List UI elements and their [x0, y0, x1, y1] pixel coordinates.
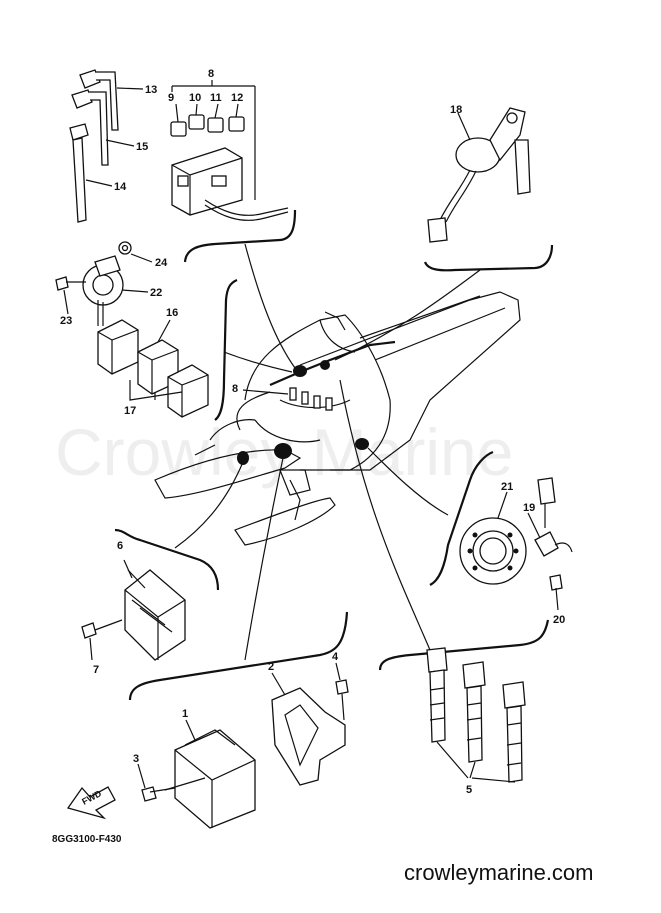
callout-9: 9: [168, 92, 174, 104]
callout-6: 6: [117, 540, 123, 552]
callout-23: 23: [60, 315, 72, 327]
plug-coil-group: [426, 647, 526, 783]
callout-5: 5: [466, 784, 472, 796]
ignition-coil-group: [55, 241, 209, 418]
callout-22: 22: [150, 287, 162, 299]
cable-tie-group: [69, 69, 144, 223]
callout-1: 1: [182, 708, 188, 720]
fwd-arrow-icon: FWD: [66, 786, 116, 820]
callout-8: 8: [208, 68, 214, 80]
callout-18: 18: [450, 104, 462, 116]
callout-24: 24: [155, 257, 168, 269]
fuse-group: [170, 80, 289, 221]
callout-14: 14: [114, 181, 127, 193]
callout-12: 12: [231, 92, 243, 104]
rotor-sensor-group: [459, 477, 573, 611]
main-switch-group: [427, 107, 531, 243]
callout-15: 15: [136, 141, 148, 153]
website-label: crowleymarine.com: [404, 860, 594, 885]
rectifier-group: [81, 559, 186, 661]
callout-17: 17: [124, 405, 136, 417]
snowmobile-outline: [154, 291, 521, 546]
callout-21: 21: [501, 481, 513, 493]
callout-labels: 8 9 10 11 12 13 15 14 18 24 22 23 16 17 …: [60, 68, 565, 796]
callout-16: 16: [166, 307, 178, 319]
callout-8-leader: [242, 389, 289, 395]
callout-8-body: 8: [232, 383, 238, 395]
callout-10: 10: [189, 92, 201, 104]
callout-3: 3: [133, 753, 139, 765]
callout-11: 11: [210, 92, 222, 104]
callout-20: 20: [553, 614, 565, 626]
diagram-code: 8GG3100-F430: [52, 834, 122, 845]
callout-4: 4: [332, 651, 339, 663]
cdi-unit-group: [137, 662, 349, 829]
group-brackets: [114, 209, 554, 701]
callout-19: 19: [523, 502, 535, 514]
callout-7: 7: [93, 664, 99, 676]
callout-13: 13: [145, 84, 157, 96]
callout-2: 2: [268, 661, 274, 673]
